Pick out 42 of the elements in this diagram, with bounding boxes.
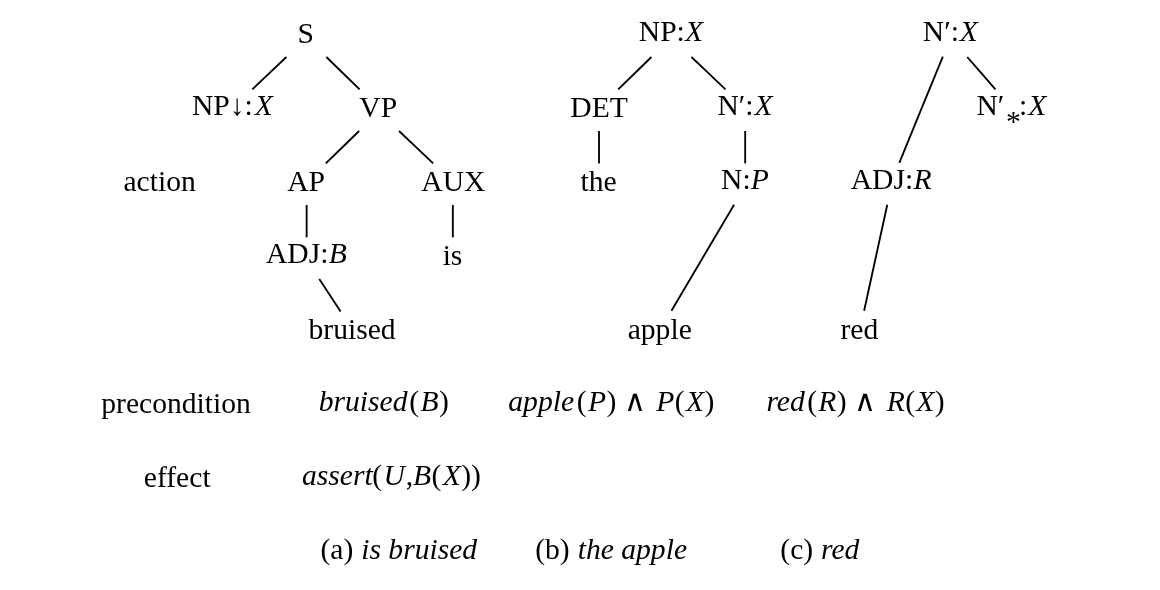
connector [597, 130, 600, 165]
node-text: red [839, 313, 878, 346]
connector [451, 204, 454, 239]
connector [862, 203, 888, 312]
label: (a) is bruised [320, 533, 477, 566]
connector [250, 56, 287, 91]
connector [317, 278, 342, 313]
node-text: S [296, 16, 314, 49]
connector [965, 56, 996, 91]
connector [616, 56, 652, 91]
label: effect [143, 461, 211, 494]
node-text: NP↓:X [191, 89, 273, 122]
connector [324, 56, 361, 91]
node-text: the [580, 165, 617, 198]
connector [397, 130, 434, 165]
node-text: N′:X [716, 89, 773, 122]
connector [897, 55, 944, 164]
node-text: ADJ:B [265, 237, 347, 270]
node-text: DET [569, 90, 628, 123]
connector [670, 203, 735, 312]
label: red(R) ∧ R(X) [765, 385, 945, 418]
label: precondition [100, 387, 251, 420]
node-text: ADJ:R [850, 163, 932, 196]
label: (b) the apple [534, 533, 687, 566]
node-text: AP [286, 165, 325, 198]
label: apple(P) ∧ P(X) [507, 385, 714, 418]
label: assert(U,B(X)) [301, 459, 481, 492]
node-text: VP [358, 90, 397, 123]
label: action [122, 165, 196, 198]
node-text: N:P [720, 163, 769, 196]
connector [324, 130, 360, 165]
node-text: bruised [307, 313, 396, 346]
node-text: apple [627, 313, 692, 346]
connector [305, 204, 308, 239]
connector [689, 56, 726, 91]
node-text: NP:X [638, 15, 703, 48]
label: (c) red [779, 533, 859, 566]
label: bruised(B) [318, 385, 449, 418]
node-text: is [442, 239, 462, 272]
node-text: AUX [420, 165, 485, 198]
connector [743, 130, 746, 165]
node-text: N′:X [922, 15, 978, 48]
